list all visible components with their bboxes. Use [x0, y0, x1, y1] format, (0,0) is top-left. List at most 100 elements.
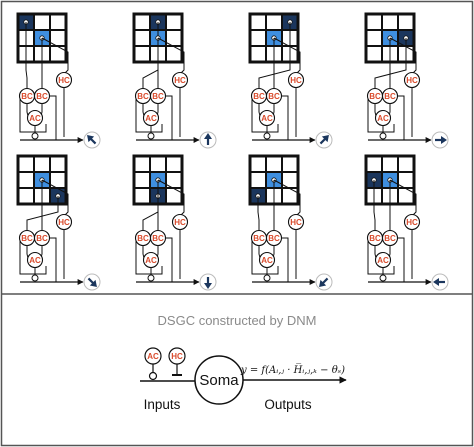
- hc-cell: [287, 71, 305, 89]
- ac-inhibitory-terminal: [147, 274, 155, 282]
- bc-output-wire: [19, 96, 47, 133]
- inputs-label: Inputs: [144, 397, 181, 412]
- bc-output-wire: [367, 238, 395, 275]
- receptive-field-cell: [149, 155, 167, 173]
- hc-cell-label: HC: [406, 218, 418, 227]
- bc-output-wire: [166, 237, 173, 282]
- hc-cell: [55, 213, 73, 231]
- bc-to-ac-wire: [258, 246, 261, 259]
- bc-cell-right: [265, 87, 283, 105]
- receptive-field-cell: [33, 13, 51, 31]
- receptive-field-cell: [49, 155, 67, 173]
- hc-cell-label: HC: [58, 76, 70, 85]
- ac-cell-label: AC: [29, 114, 41, 123]
- bc-output-wire: [135, 238, 163, 275]
- ac-inhibitory-terminal: [31, 132, 39, 140]
- receptive-field-cell: [249, 171, 267, 189]
- receptive-field-cell: [365, 155, 383, 173]
- receptive-field-cell: [133, 187, 151, 205]
- bc-cell-right-label: BC: [36, 92, 48, 101]
- bc-cell-left-label: BC: [137, 234, 149, 243]
- bc-cell-right-label: BC: [268, 92, 280, 101]
- hc-cell-label: HC: [406, 76, 418, 85]
- ac-cell-label: AC: [145, 114, 157, 123]
- ac-cell: [26, 251, 44, 269]
- hc-cell: [171, 213, 189, 231]
- receptive-field-cell: [265, 155, 283, 173]
- receptive-field-cell: [397, 13, 415, 31]
- receptive-field-cell: [133, 171, 151, 189]
- arrow-right-icon: [435, 136, 447, 144]
- bc-cell-right: [33, 229, 51, 247]
- bc-cell-left-label: BC: [21, 92, 33, 101]
- bc-to-ac-wire: [26, 246, 29, 259]
- photoreceptor-wire: [25, 22, 28, 88]
- bc-output-wire: [282, 95, 289, 140]
- receptive-field-cell: [49, 13, 67, 31]
- bc-cell-right: [265, 229, 283, 247]
- ac-cell: [374, 251, 392, 269]
- arrow-up-icon: [204, 133, 212, 145]
- ac-cell: [26, 109, 44, 127]
- bc-cell-right: [381, 87, 399, 105]
- hc-cell-label: HC: [290, 218, 302, 227]
- receptive-field-cell: [365, 29, 383, 47]
- hc-cell-label: HC: [58, 218, 70, 227]
- bc-output-wire: [50, 237, 57, 282]
- bc-to-ac-wire: [258, 104, 261, 117]
- receptive-field-cell: [17, 155, 35, 173]
- bc-output-wire: [19, 238, 47, 275]
- receptive-field-cell: [397, 155, 415, 173]
- receptive-field-cell: [397, 187, 415, 205]
- receptive-field-cell: [281, 155, 299, 173]
- hc-input-wire: [157, 179, 185, 217]
- ac-cell: [258, 251, 276, 269]
- bc-cell-left-label: BC: [253, 92, 265, 101]
- receptive-field-cell: [265, 13, 283, 31]
- hc-cell: [55, 71, 73, 89]
- receptive-field-cell: [249, 45, 267, 63]
- arrow-down-left-icon: [319, 277, 329, 287]
- receptive-field-cell: [381, 155, 399, 173]
- ac-cell: [258, 109, 276, 127]
- bc-cell-right: [149, 229, 167, 247]
- arrow-up-right-icon: [319, 135, 329, 145]
- ac-cell-label: AC: [29, 256, 41, 265]
- bc-cell-right-label: BC: [36, 234, 48, 243]
- hc-input-wire: [389, 179, 417, 217]
- bc-cell-left-label: BC: [369, 234, 381, 243]
- ac-cell-label: AC: [145, 256, 157, 265]
- bc-output-wire: [50, 95, 57, 140]
- receptive-field-cell: [365, 13, 383, 31]
- ac-cell-label: AC: [261, 256, 273, 265]
- bc-cell-right-label: BC: [268, 234, 280, 243]
- hc-input-wire: [273, 37, 301, 75]
- ac-inhibitory-terminal: [31, 274, 39, 282]
- bc-to-ac-wire: [26, 104, 29, 117]
- bc-cell-right: [33, 87, 51, 105]
- receptive-field-cell: [249, 29, 267, 47]
- ac-cell: [144, 347, 162, 365]
- receptive-field-cell: [33, 155, 51, 173]
- bc-output-wire: [251, 96, 279, 133]
- arrow-up-left-icon: [87, 135, 97, 145]
- bc-cell-right-label: BC: [152, 92, 164, 101]
- ac-inhibitory-terminal: [263, 274, 271, 282]
- ac-inhibitory-terminal: [263, 132, 271, 140]
- receptive-field-cell: [165, 187, 183, 205]
- bc-to-ac-wire: [142, 246, 145, 259]
- ac-cell-label: AC: [261, 114, 273, 123]
- ac-cell: [374, 109, 392, 127]
- bc-output-wire: [166, 95, 173, 140]
- hc-cell: [171, 71, 189, 89]
- ac-cell: [142, 251, 160, 269]
- bc-cell-right: [149, 87, 167, 105]
- bc-cell-right-label: BC: [384, 92, 396, 101]
- bc-cell-left-label: BC: [253, 234, 265, 243]
